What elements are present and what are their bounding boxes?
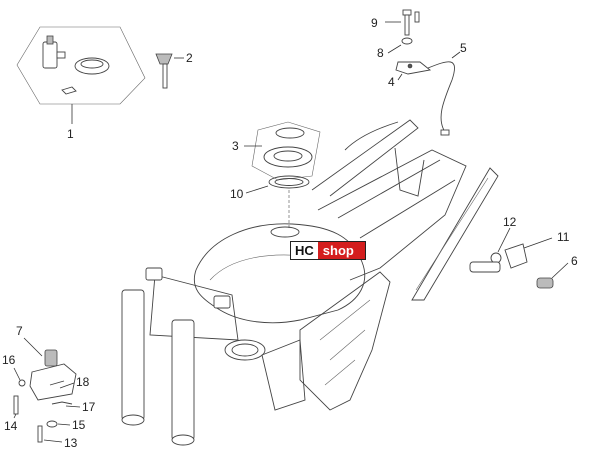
part-6-bushing [469, 261, 569, 289]
callout-5: 5 [460, 41, 467, 55]
part-16-pin [13, 367, 26, 387]
part-1-ignition-kit [16, 26, 146, 124]
callout-17: 17 [82, 400, 96, 414]
callout-10: 10 [230, 187, 244, 201]
part-14-screw [13, 395, 19, 419]
callout-1: 1 [67, 127, 74, 141]
callout-8: 8 [377, 46, 384, 60]
callout-7: 7 [16, 324, 23, 338]
callout-16: 16 [2, 353, 16, 367]
part-17-spring [51, 401, 81, 408]
callout-2: 2 [186, 51, 193, 65]
callout-15: 15 [72, 418, 86, 432]
logo-text-shop: shop [317, 242, 365, 259]
part-13-bolt [37, 425, 63, 443]
callout-6: 6 [571, 254, 578, 268]
callout-9: 9 [371, 16, 378, 30]
part-2-key [155, 53, 184, 89]
part-12-spring [490, 227, 511, 264]
part-8-washer [387, 37, 413, 54]
part-9-bolt [385, 9, 420, 36]
callout-4: 4 [388, 75, 395, 89]
callout-14: 14 [4, 419, 18, 433]
motorcycle-frame [121, 119, 499, 446]
callout-3: 3 [232, 139, 239, 153]
callout-12: 12 [503, 215, 517, 229]
part-15-washer [46, 420, 71, 428]
part-3-fuel-cap [244, 121, 321, 181]
part-7-seat-lock [23, 337, 77, 401]
part-5-cable [427, 51, 461, 136]
part-11-bracket [504, 237, 553, 269]
part-10-gasket [245, 175, 310, 228]
callout-13: 13 [64, 436, 78, 450]
logo-text-hc: HC [291, 242, 318, 259]
callout-11: 11 [557, 230, 570, 244]
callout-18: 18 [76, 375, 90, 389]
part-18-clip [49, 380, 75, 389]
part-4-latch [395, 61, 432, 81]
hcshop-logo: HC shop [290, 241, 366, 260]
